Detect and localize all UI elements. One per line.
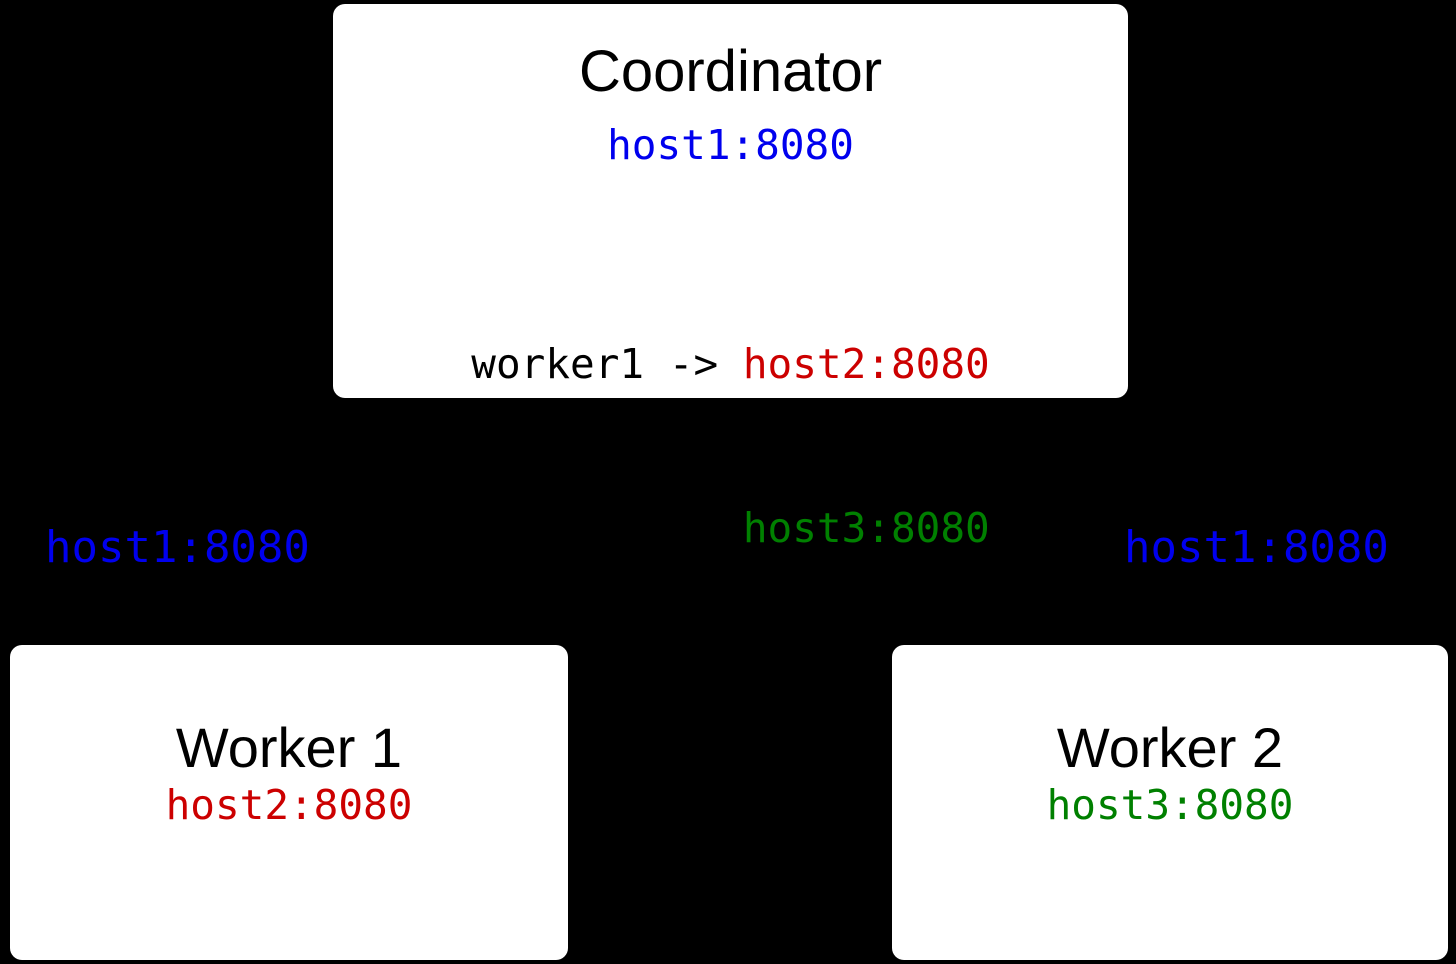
edge-label-coordinator-to-worker2: host1:8080 — [1124, 522, 1389, 573]
mapping-target-worker1: host2:8080 — [742, 340, 990, 389]
worker2-node[interactable]: Worker 2 host3:8080 — [892, 645, 1448, 960]
worker2-title: Worker 2 — [1056, 715, 1284, 779]
worker1-address: host2:8080 — [165, 781, 413, 830]
mapping-source-worker1: worker1 — [471, 340, 645, 389]
coordinator-address: host1:8080 — [607, 120, 854, 169]
mapping-source-worker2: worker2 — [471, 503, 645, 552]
mapping-arrow-icon: -> — [644, 503, 743, 552]
mapping-row: worker2 -> host3:8080 — [471, 501, 989, 556]
mapping-arrow-icon: -> — [644, 340, 743, 389]
worker2-address: host3:8080 — [1046, 781, 1294, 830]
coordinator-title: Coordinator — [578, 39, 883, 104]
coordinator-worker-mapping-list: worker1 -> host2:8080 worker2 -> host3:8… — [471, 228, 989, 664]
mapping-target-worker2: host3:8080 — [742, 503, 990, 552]
coordinator-node[interactable]: Coordinator host1:8080 worker1 -> host2:… — [333, 4, 1128, 552]
edge-label-coordinator-to-worker1: host1:8080 — [45, 522, 310, 573]
worker1-node[interactable]: Worker 1 host2:8080 — [10, 645, 568, 960]
worker1-title: Worker 1 — [175, 715, 403, 779]
mapping-row: worker1 -> host2:8080 — [471, 337, 989, 392]
